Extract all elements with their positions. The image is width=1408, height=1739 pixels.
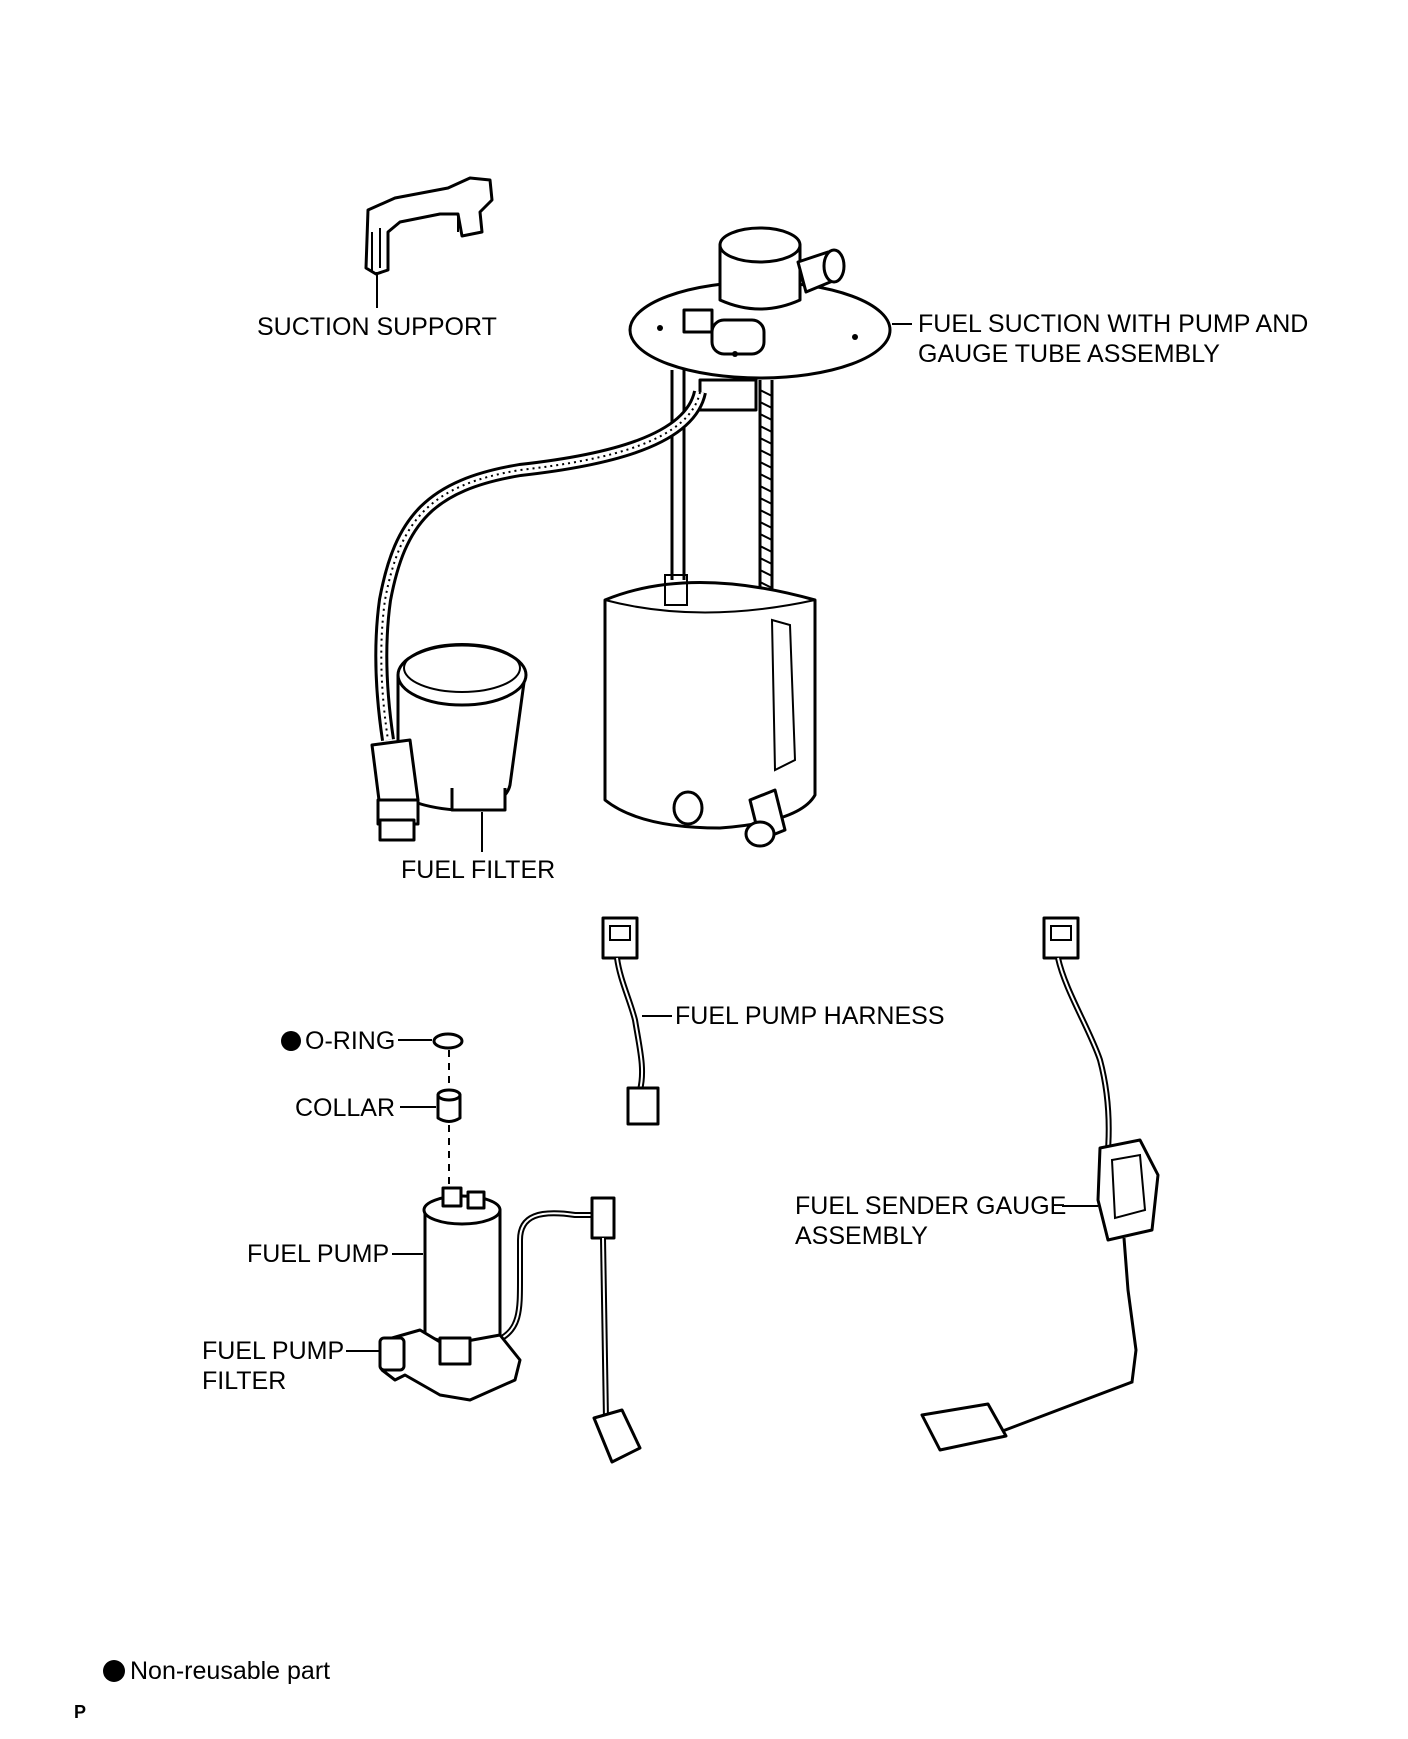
label-fuel-suction-line2: GAUGE TUBE ASSEMBLY (918, 340, 1220, 368)
label-fuel-pump: FUEL PUMP (247, 1240, 390, 1268)
fuel-filter-part (370, 643, 528, 852)
fuel-sender-gauge-part (920, 916, 1160, 1452)
label-fuel-sender-line2: ASSEMBLY (795, 1222, 928, 1250)
o-ring-part (398, 1032, 464, 1050)
label-collar: COLLAR (295, 1094, 396, 1122)
footer-code: P (74, 1702, 87, 1722)
fuel-pump-harness-part (601, 916, 672, 1126)
label-suction-support: SUCTION SUPPORT (257, 313, 497, 341)
label-fuel-pump-filter-line2: FILTER (202, 1367, 287, 1395)
label-fuel-suction-line1: FUEL SUCTION WITH PUMP AND (918, 310, 1309, 338)
fuel-pump-part (392, 1186, 642, 1464)
suction-support-part (364, 176, 494, 308)
fuel-pump-filter-part (346, 1328, 522, 1402)
legend-marker-icon (103, 1660, 125, 1682)
collar-part (400, 1088, 462, 1123)
fuel-suction-assembly-part (374, 226, 892, 848)
label-fuel-filter: FUEL FILTER (401, 856, 556, 884)
label-fuel-sender-line1: FUEL SENDER GAUGE (795, 1192, 1067, 1220)
label-fuel-pump-harness: FUEL PUMP HARNESS (675, 1002, 945, 1030)
label-fuel-pump-filter-line1: FUEL PUMP (202, 1337, 345, 1365)
label-o-ring: O-RING (305, 1027, 396, 1055)
non-reusable-marker (281, 1031, 301, 1051)
legend-text: Non-reusable part (130, 1657, 331, 1685)
